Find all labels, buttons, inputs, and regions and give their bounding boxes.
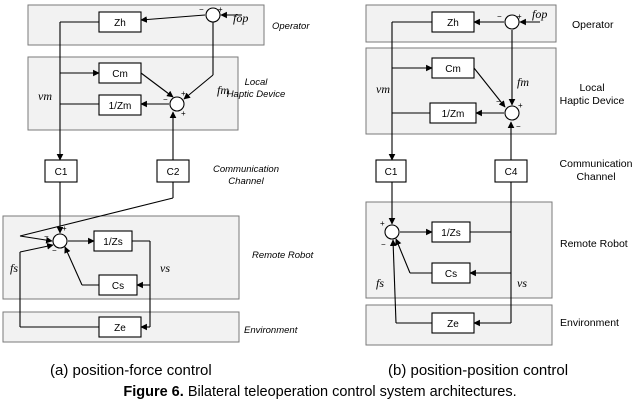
block-inv-zs-label: 1/Zs — [103, 237, 122, 248]
block-inv-zm-label: 1/Zm — [109, 101, 132, 112]
block-ze-label: Ze — [447, 319, 459, 330]
signal-fop: fop — [532, 7, 547, 21]
block-cs-label: Cs — [112, 281, 124, 292]
signal-fop: fop — [233, 11, 248, 25]
block-c4-label: C4 — [505, 167, 518, 178]
signal-fm: fm — [517, 75, 529, 89]
label-remote-robot: Remote Robot — [252, 250, 314, 261]
sign-hap-minus-2: − — [516, 122, 521, 131]
wires-b — [388, 18, 540, 327]
sign-op-minus: − — [199, 5, 204, 14]
operator-group — [27, 4, 265, 46]
sum-robot — [384, 224, 400, 240]
sign-hap-plus-1: + — [181, 89, 186, 98]
sign-op-plus: + — [517, 12, 522, 21]
block-c2-label: C2 — [167, 167, 180, 178]
sign-rob-minus: − — [381, 240, 386, 249]
sign-rob-plus: + — [62, 224, 67, 233]
sum-operator — [504, 14, 520, 30]
sign-rob-minus-2: − — [52, 246, 57, 255]
figure-caption-text: Bilateral teleoperation control system a… — [187, 384, 517, 400]
signal-fs: fs — [10, 261, 18, 275]
sign-op-minus: − — [497, 12, 502, 21]
sum-robot — [52, 233, 68, 249]
block-inv-zs-label: 1/Zs — [441, 228, 460, 239]
sign-hap-plus: + — [518, 101, 523, 110]
signal-fs: fs — [376, 276, 384, 290]
label-haptic-1: Local — [245, 77, 269, 88]
label-environment: Environment — [244, 325, 298, 336]
signal-vm: vm — [376, 82, 390, 96]
block-cm-label: Cm — [112, 69, 128, 80]
signal-fm: fm — [217, 83, 229, 97]
sum-haptic — [504, 105, 520, 121]
label-comm-1: Communication — [213, 164, 279, 175]
caption-b: (b) position-position control — [388, 362, 569, 379]
figure-caption-label: Figure 6. — [123, 384, 184, 400]
sign-rob-plus: + — [380, 219, 385, 228]
label-comm-2: Channel — [576, 171, 615, 183]
sign-op-plus: + — [218, 5, 223, 14]
block-zh-label: Zh — [114, 18, 126, 29]
block-cs-label: Cs — [445, 269, 457, 280]
sign-hap-plus-2: + — [181, 109, 186, 118]
sign-hap-minus: − — [163, 95, 168, 104]
label-operator: Operator — [272, 21, 310, 32]
block-cm-label: Cm — [445, 64, 461, 75]
block-ze-label: Ze — [114, 323, 126, 334]
wires-a — [19, 11, 242, 331]
environment-group — [365, 304, 553, 346]
sign-hap-minus: − — [496, 97, 501, 106]
label-operator: Operator — [572, 19, 614, 31]
block-zh-label: Zh — [447, 18, 459, 29]
label-environment: Environment — [560, 317, 619, 329]
block-inv-zm-label: 1/Zm — [442, 109, 465, 120]
diagram-b: Operator Local Haptic Device Communicati… — [365, 4, 633, 346]
label-comm-1: Communication — [560, 158, 633, 170]
signal-vs: vs — [160, 261, 170, 275]
figure-caption: Figure 6. Bilateral teleoperation contro… — [0, 384, 640, 400]
label-haptic-2: Haptic Device — [560, 95, 625, 107]
sign-rob-minus-1: − — [44, 232, 49, 241]
signal-vm: vm — [38, 89, 52, 103]
label-comm-2: Channel — [228, 176, 264, 187]
block-c1-label: C1 — [385, 167, 398, 178]
sum-haptic — [169, 96, 185, 112]
block-c1-label: C1 — [55, 167, 68, 178]
label-haptic-1: Local — [579, 82, 604, 94]
label-haptic-2: Haptic Device — [227, 89, 286, 100]
caption-a: (a) position-force control — [50, 362, 212, 379]
signal-vs: vs — [517, 276, 527, 290]
label-remote-robot: Remote Robot — [560, 238, 628, 250]
diagram-a: Operator Local Haptic Device Communicati… — [2, 4, 314, 343]
